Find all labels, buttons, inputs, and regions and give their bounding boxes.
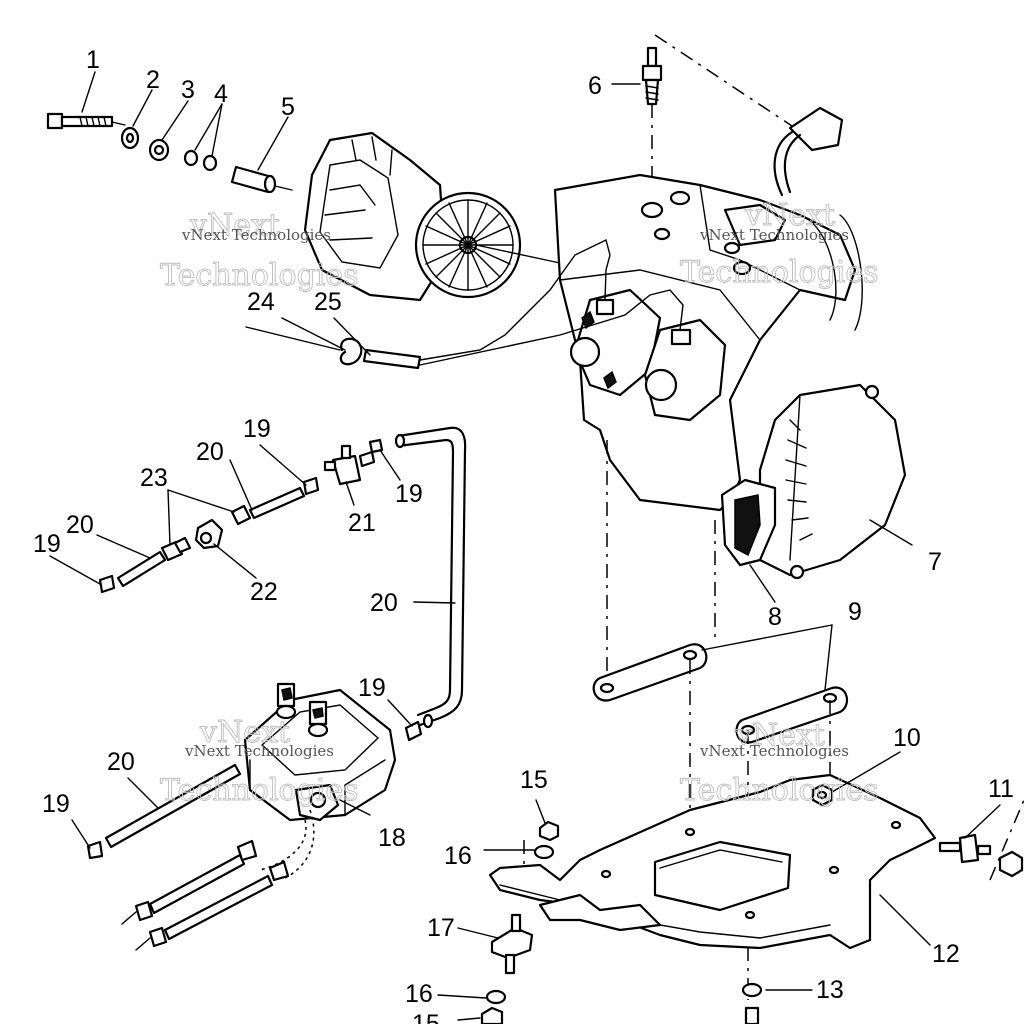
carburetors (419, 239, 727, 422)
watermark-large-top: vNext (734, 718, 825, 753)
label-20-d: 20 (107, 748, 135, 776)
part-19-clamps (86, 438, 423, 860)
clutch-assembly (303, 131, 561, 302)
label-6: 6 (588, 72, 602, 100)
part-4-rings (183, 149, 218, 172)
part-21-fuel-valve (323, 444, 376, 486)
label-12: 12 (932, 940, 960, 968)
label-17: 17 (427, 914, 455, 942)
label-24: 24 (247, 288, 275, 316)
leader-lines (49, 71, 1001, 1021)
part-22-fitting (194, 518, 224, 550)
watermark-small: vNext Technologies (699, 226, 849, 244)
part-labels: 1 2 3 4 5 6 7 8 9 10 11 12 13 15 15 16 1… (33, 46, 1014, 1024)
part-11-stud (938, 799, 1024, 881)
label-3: 3 (181, 76, 195, 104)
part-10-nut (811, 783, 834, 807)
part-17-isolator (490, 913, 534, 975)
label-15-bottom: 15 (412, 1010, 440, 1024)
part-25-cable-sleeve (362, 348, 422, 370)
label-19-c: 19 (33, 530, 61, 558)
part-20-fuel-hose-upper (116, 486, 306, 588)
label-19-a: 19 (243, 415, 271, 443)
part-1-bolt (46, 112, 126, 130)
label-19-d: 19 (358, 674, 386, 702)
watermark-large-top: vNext (189, 208, 280, 243)
label-22: 22 (250, 578, 278, 606)
part-12-mounting-plate (488, 773, 937, 950)
watermark-large-bottom: Technologies (160, 773, 359, 808)
part-15-nut-top (538, 820, 560, 842)
label-7: 7 (928, 548, 942, 576)
label-20-c: 20 (370, 589, 398, 617)
part-18-fuel-pump (243, 682, 397, 822)
label-20-b: 20 (66, 511, 94, 539)
label-10: 10 (893, 724, 921, 752)
label-20-a: 20 (196, 438, 224, 466)
watermark-small: vNext Technologies (699, 742, 849, 760)
label-9: 9 (848, 598, 862, 626)
watermark-small: vNext Technologies (184, 742, 334, 760)
part-8-starter-handle (720, 478, 777, 567)
label-4: 4 (214, 80, 228, 108)
label-11: 11 (988, 775, 1014, 803)
label-16-top: 16 (444, 842, 472, 870)
part-24-clip (245, 326, 363, 366)
label-19-e: 19 (42, 790, 70, 818)
label-21: 21 (348, 509, 376, 537)
part-23-clamps (160, 504, 252, 562)
label-5: 5 (281, 93, 295, 121)
label-13: 13 (816, 976, 844, 1004)
watermark-group: vNext Technologies vNext Technologies vN… (160, 198, 879, 809)
watermark-large-top: vNext (744, 198, 835, 233)
label-19-b: 19 (395, 480, 423, 508)
label-18: 18 (378, 824, 406, 852)
part-3-washer (148, 138, 170, 162)
part-2-washer (120, 126, 140, 150)
label-2: 2 (146, 66, 160, 94)
label-23: 23 (140, 464, 168, 492)
spark-plug-cap (773, 106, 844, 197)
part-13-washer (741, 982, 763, 1024)
part-15-nut-bottom (480, 1006, 504, 1024)
watermark-large-bottom: Technologies (160, 258, 359, 293)
label-8: 8 (768, 603, 782, 631)
watermark-large-bottom: Technologies (680, 255, 879, 290)
part-9-mount-pads (592, 643, 849, 744)
part-5-spacer (230, 165, 293, 194)
watermark-small: vNext Technologies (181, 226, 331, 244)
part-20-fuel-hose-lower (104, 763, 290, 951)
label-16-bottom: 16 (405, 980, 433, 1008)
part-16-washer-bottom (485, 989, 507, 1005)
watermark-large-bottom: Technologies (680, 773, 879, 808)
label-15-top: 15 (520, 766, 548, 794)
watermark-large-top: vNext (199, 715, 290, 750)
label-25: 25 (314, 288, 342, 316)
part-16-washer-top (533, 844, 555, 860)
part-6-spark-plug (641, 46, 663, 106)
part-20-long-fuel-hose (394, 426, 467, 729)
label-1: 1 (86, 46, 100, 74)
